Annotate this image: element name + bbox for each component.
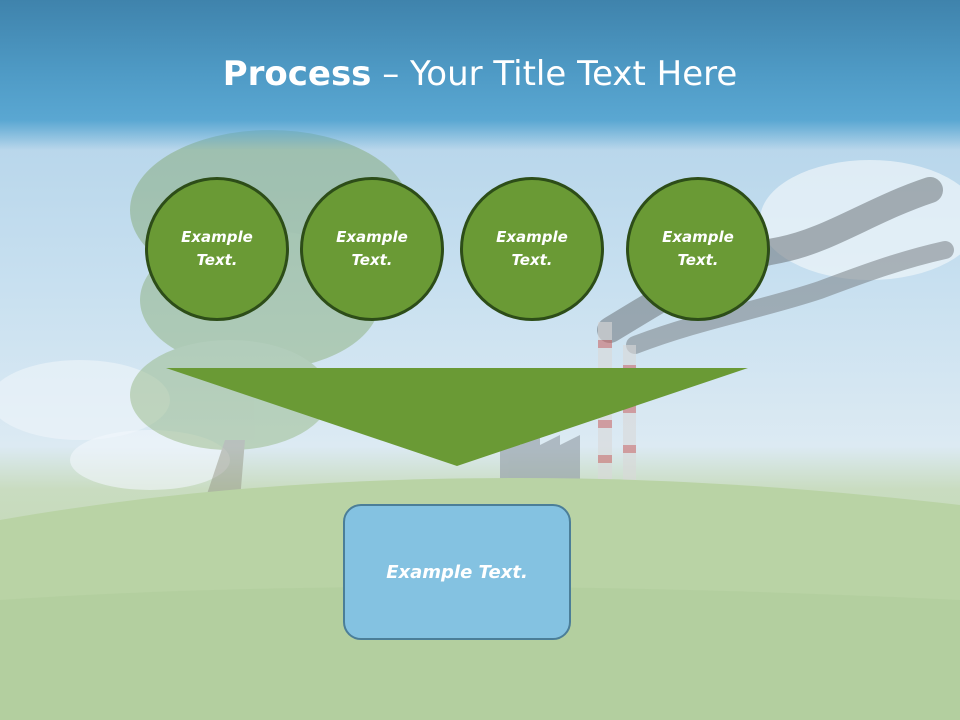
result-label: Example Text.	[386, 561, 528, 583]
funnel-arrow	[166, 368, 748, 466]
circle-2-label: Example Text.	[336, 228, 408, 269]
circle-1: Example Text.	[145, 177, 289, 321]
circle-1-label: Example Text.	[181, 228, 253, 269]
title-bold: Process	[222, 54, 372, 94]
circle-2: Example Text.	[300, 177, 444, 321]
circle-3: Example Text.	[460, 177, 604, 321]
circle-4: Example Text.	[626, 177, 770, 321]
factory-graphic	[500, 322, 636, 480]
slide-title: Process – Your Title Text Here	[0, 52, 960, 96]
circle-4-label: Example Text.	[662, 228, 734, 269]
circle-3-label: Example Text.	[496, 228, 568, 269]
title-rest: – Your Title Text Here	[371, 54, 738, 94]
result-box: Example Text.	[343, 504, 571, 640]
title-bar	[0, 0, 960, 150]
